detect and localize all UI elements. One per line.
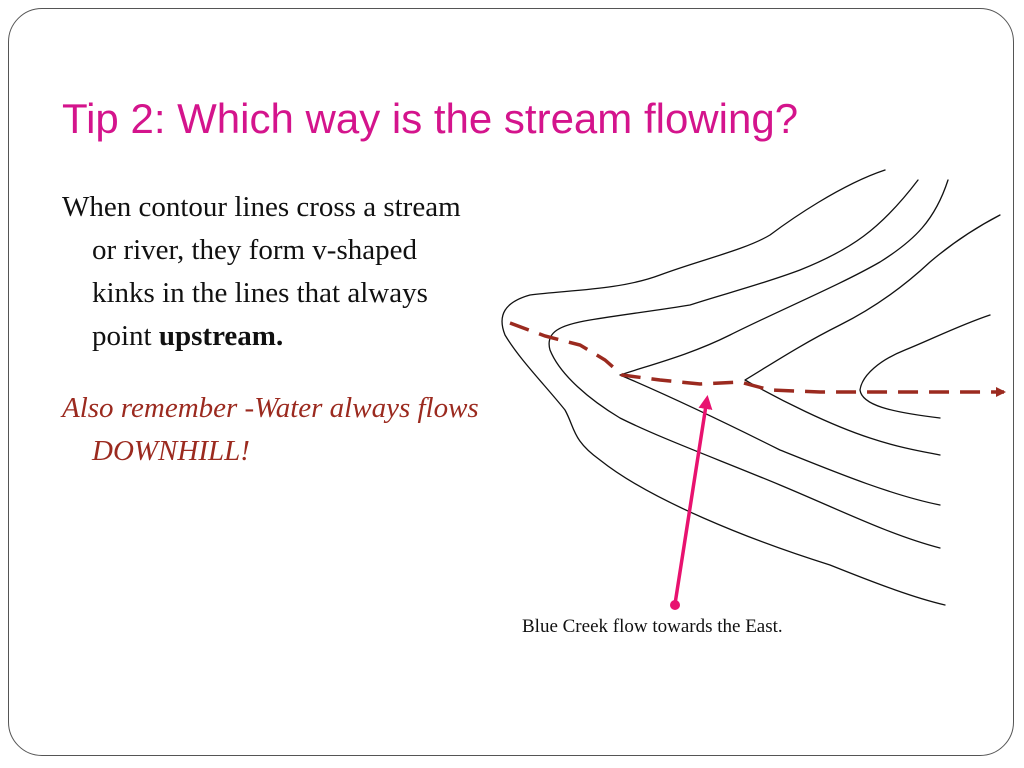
pointer-origin-dot [670,600,680,610]
contour-line-1 [501,169,946,606]
stream-path [509,321,1006,397]
contour-line-3 [619,179,949,506]
slide-frame [8,8,1014,756]
contour-line-4 [744,214,1001,456]
upstream-emphasis: upstream. [158,320,284,352]
contour-line-5 [859,314,991,419]
body-text: When contour lines cross a stream or riv… [62,186,482,473]
pointer-arrow [673,395,713,605]
downhill-reminder: Also remember -Water always flows DOWNHI… [62,392,479,467]
slide-title: Tip 2: Which way is the stream flowing? [62,95,799,142]
diagram-caption: Blue Creek flow towards the East. [522,616,783,637]
contour-rule-paragraph: When contour lines cross a stream or riv… [62,186,482,358]
contour-rule-text: When contour lines cross a stream or riv… [62,191,461,352]
